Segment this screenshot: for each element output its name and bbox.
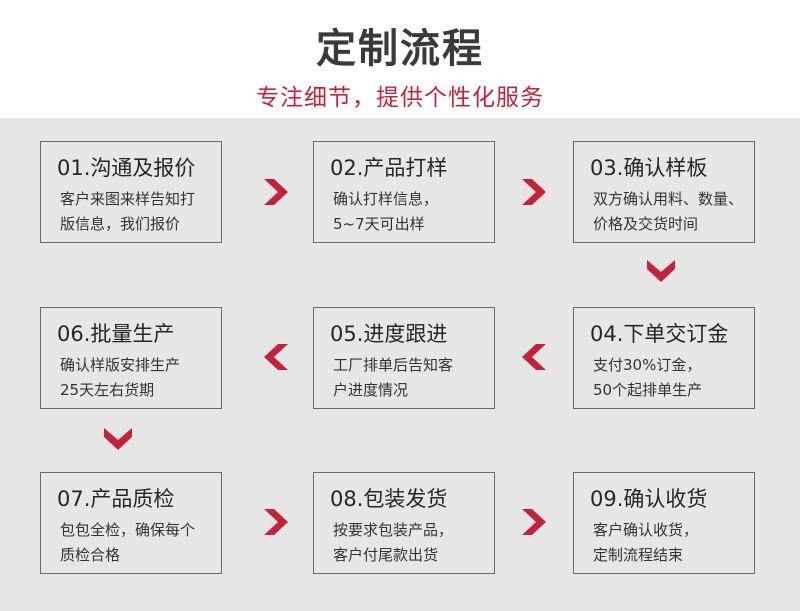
step-description: 客户确认收货， 定制流程结束 <box>593 518 753 568</box>
chevron-right-icon <box>520 177 548 207</box>
step-description: 支付30%订金， 50个起排单生产 <box>593 353 753 403</box>
step-description-line: 质检合格 <box>60 546 121 564</box>
step-description: 客户来图来样告知打 版信息，我们报价 <box>60 187 220 237</box>
step-description: 确认打样信息， 5~7天可出样 <box>333 187 493 237</box>
step-04: 04.下单交订金 支付30%订金， 50个起排单生产 <box>573 307 755 409</box>
chevron-left-icon <box>262 342 290 372</box>
step-05: 05.进度跟进 工厂排单后告知客 户进度情况 <box>313 307 495 409</box>
chevron-right-icon <box>262 507 290 537</box>
step-title: 08.包装发货 <box>330 487 448 511</box>
step-description-line: 版信息，我们报价 <box>60 215 181 233</box>
step-description-line: 确认打样信息， <box>333 190 439 208</box>
step-description-line: 支付30%订金， <box>593 356 702 374</box>
step-title: 03.确认样板 <box>590 156 708 180</box>
header: 定制流程 专注细节，提供个性化服务 <box>0 0 800 118</box>
step-07: 07.产品质检 包包全检，确保每个 质检合格 <box>40 472 222 574</box>
step-description-line: 定制流程结束 <box>593 546 684 564</box>
step-description-line: 客户来图来样告知打 <box>60 190 196 208</box>
step-06: 06.批量生产 确认样版安排生产 25天左右货期 <box>40 307 222 409</box>
step-02: 02.产品打样 确认打样信息， 5~7天可出样 <box>313 141 495 243</box>
step-title: 07.产品质检 <box>57 487 175 511</box>
step-title: 04.下单交订金 <box>590 322 729 346</box>
chevron-down-icon <box>645 258 677 284</box>
step-description-line: 价格及交货时间 <box>593 215 699 233</box>
step-description-line: 客户确认收货， <box>593 521 699 539</box>
step-description: 双方确认用料、数量、 价格及交货时间 <box>593 187 753 237</box>
step-description: 包包全检，确保每个 质检合格 <box>60 518 220 568</box>
step-description: 按要求包装产品， 客户付尾款出货 <box>333 518 493 568</box>
step-description-line: 确认样版安排生产 <box>60 356 181 374</box>
step-08: 08.包装发货 按要求包装产品， 客户付尾款出货 <box>313 472 495 574</box>
step-description: 确认样版安排生产 25天左右货期 <box>60 353 220 403</box>
step-description-line: 工厂排单后告知客 <box>333 356 454 374</box>
step-title: 09.确认收货 <box>590 487 708 511</box>
step-01: 01.沟通及报价 客户来图来样告知打 版信息，我们报价 <box>40 141 222 243</box>
step-description: 工厂排单后告知客 户进度情况 <box>333 353 493 403</box>
chevron-right-icon <box>520 507 548 537</box>
step-03: 03.确认样板 双方确认用料、数量、 价格及交货时间 <box>573 141 755 243</box>
process-panel: 01.沟通及报价 客户来图来样告知打 版信息，我们报价 02.产品打样 确认打样… <box>0 118 800 611</box>
step-title: 06.批量生产 <box>57 322 175 346</box>
step-description-line: 客户付尾款出货 <box>333 546 439 564</box>
page-title: 定制流程 <box>316 26 484 72</box>
step-title: 05.进度跟进 <box>330 322 448 346</box>
chevron-left-icon <box>520 342 548 372</box>
step-description-line: 双方确认用料、数量、 <box>593 190 744 208</box>
step-09: 09.确认收货 客户确认收货， 定制流程结束 <box>573 472 755 574</box>
step-description-line: 按要求包装产品， <box>333 521 454 539</box>
chevron-right-icon <box>262 177 290 207</box>
step-title: 02.产品打样 <box>330 156 448 180</box>
step-description-line: 5~7天可出样 <box>333 215 425 233</box>
page-subtitle: 专注细节，提供个性化服务 <box>256 85 544 111</box>
step-title: 01.沟通及报价 <box>57 156 196 180</box>
step-description-line: 50个起排单生产 <box>593 381 703 399</box>
chevron-down-icon <box>102 426 134 452</box>
step-description-line: 25天左右货期 <box>60 381 155 399</box>
step-description-line: 包包全检，确保每个 <box>60 521 196 539</box>
step-description-line: 户进度情况 <box>333 381 409 399</box>
